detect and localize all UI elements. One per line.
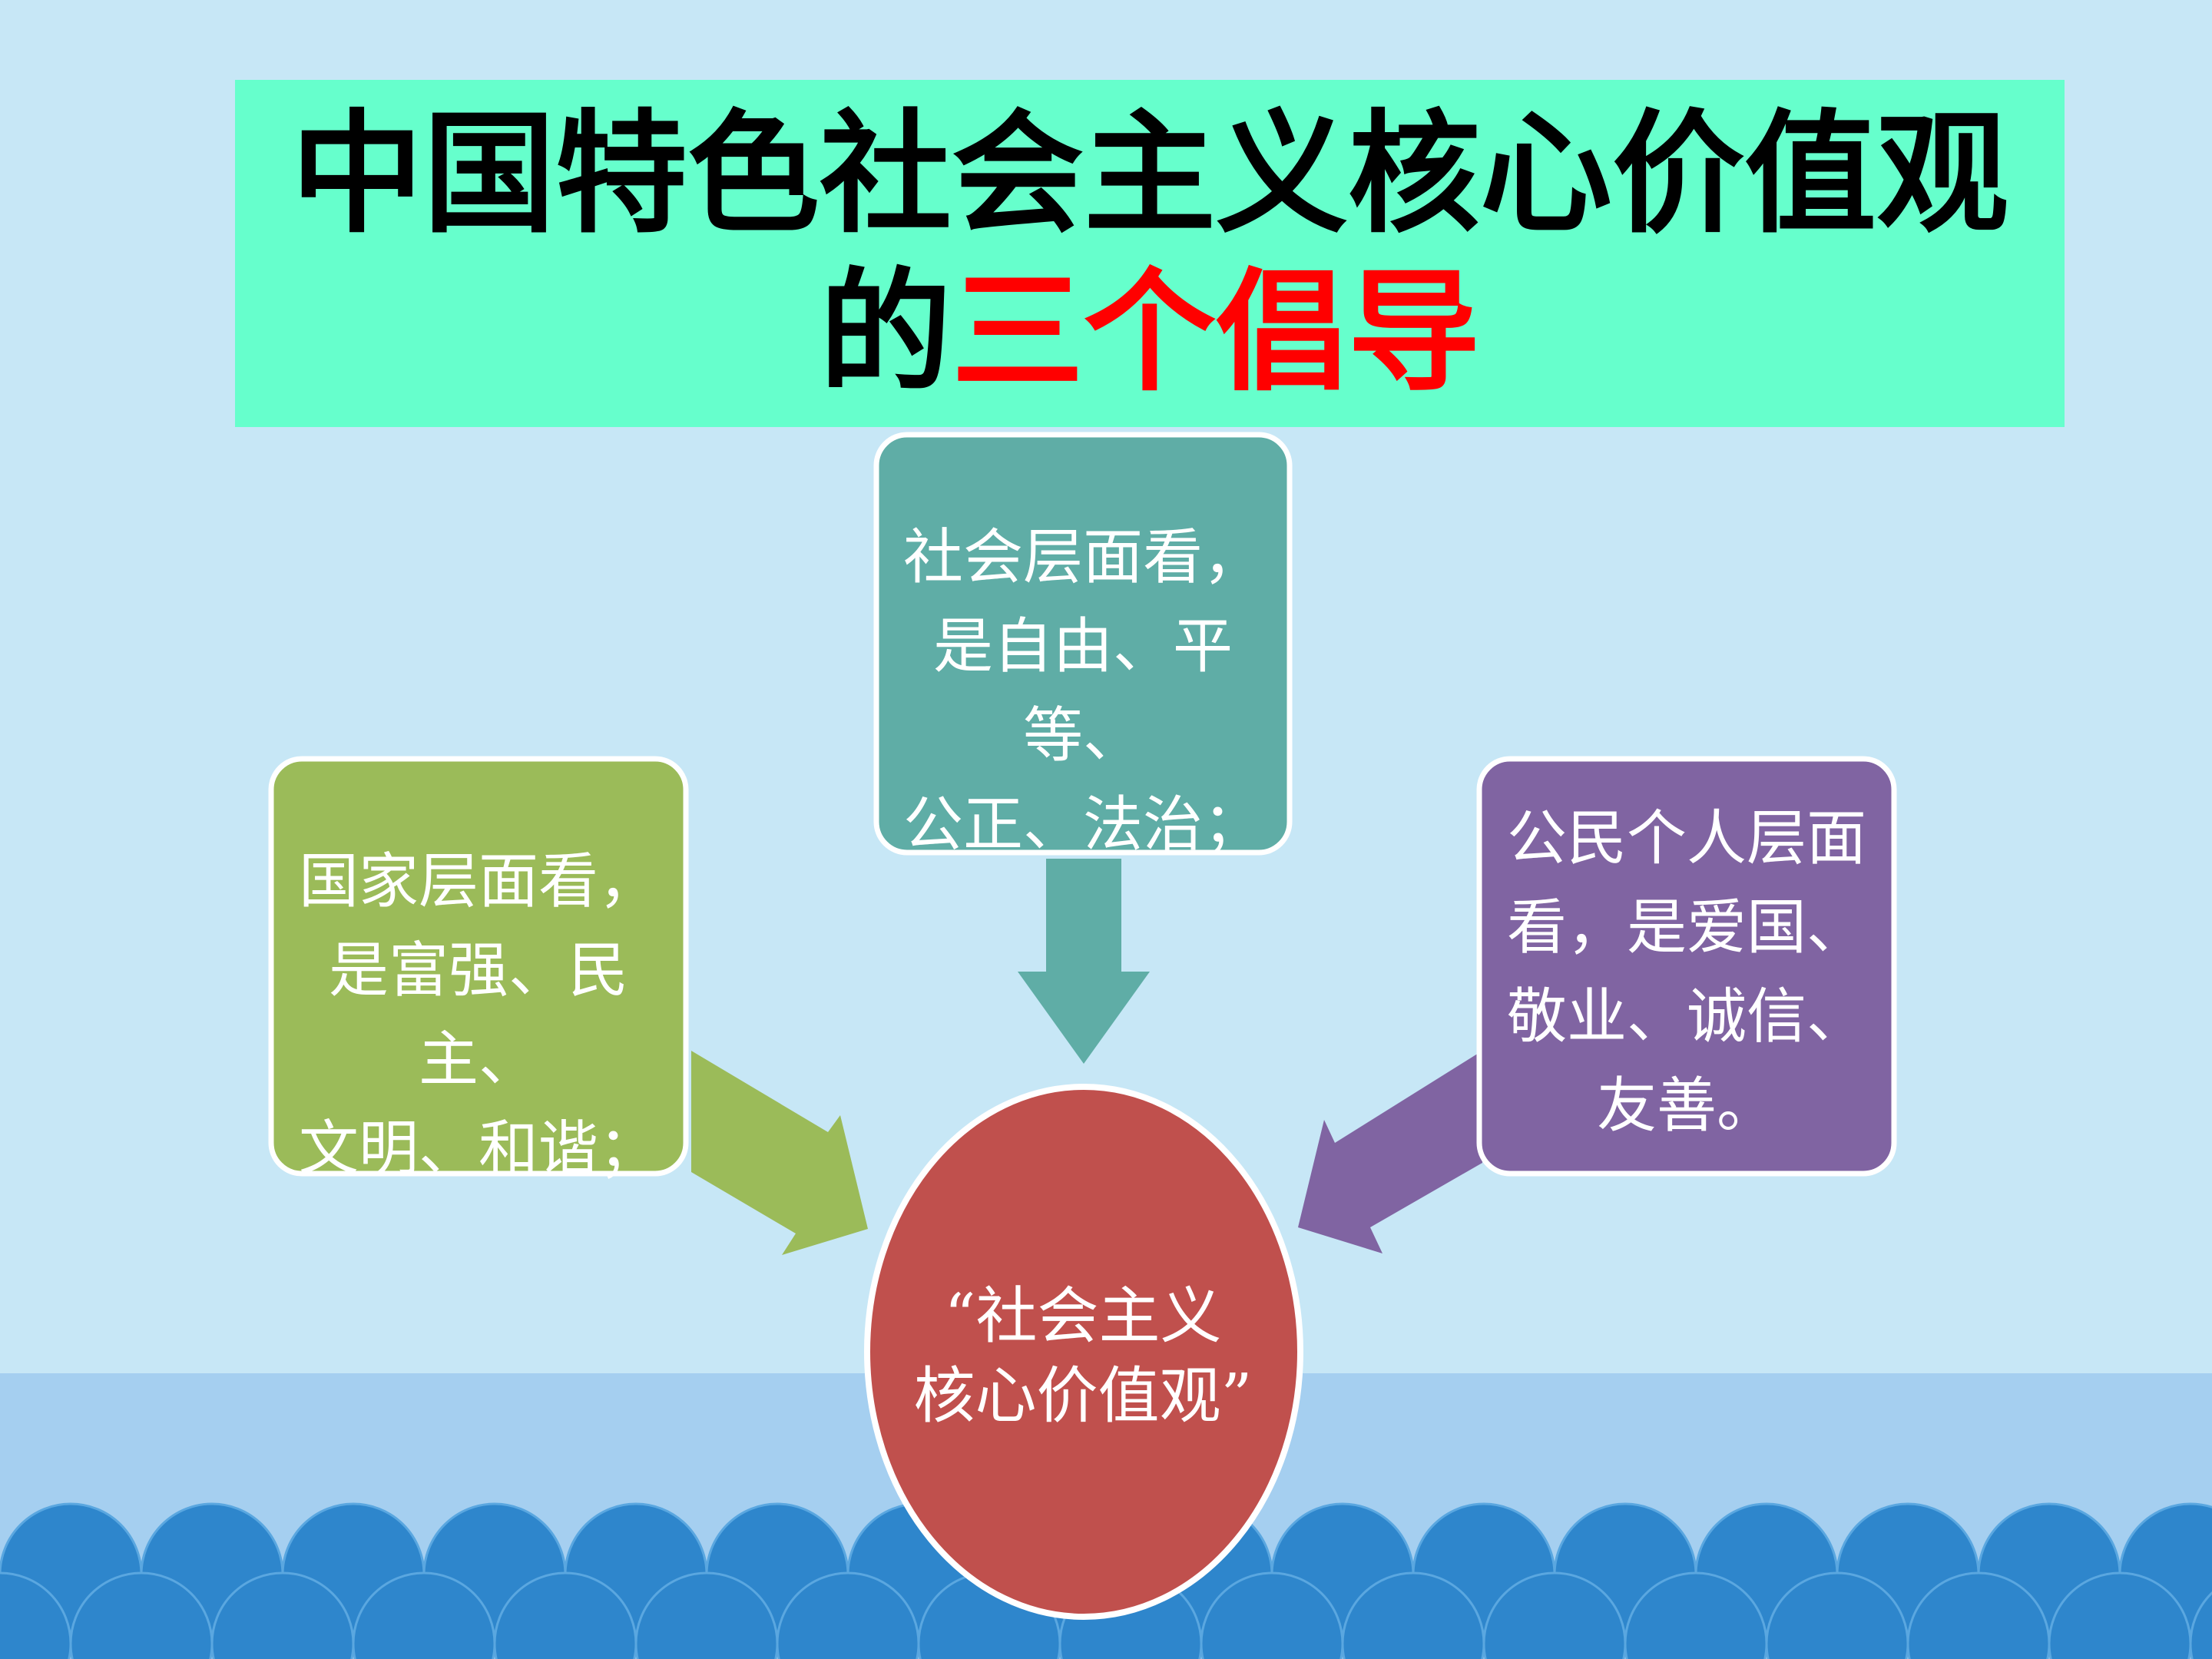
title-prefix: 的	[820, 255, 952, 409]
citizen-box-text: 公民个人层面 看，是爱国、 敬业、诚信、 友善。	[1506, 804, 1866, 1141]
nation-box-text: 国家层面看， 是富强、民主、 文明、和谐；	[298, 847, 658, 1184]
title-highlight: 三个倡导	[952, 255, 1480, 409]
center-circle	[864, 1084, 1303, 1620]
wave-scallop	[2189, 1591, 2212, 1659]
society-box-text: 社会层面看， 是自由、平等、 公正、法治；	[902, 523, 1263, 859]
arrow-citizen-to-center	[1298, 1051, 1482, 1253]
title-line-2: 的三个倡导	[820, 253, 1480, 412]
title-banner: 中国特色社会主义核心价值观 的三个倡导	[235, 80, 2065, 427]
title-line-1: 中国特色社会主义核心价值观	[291, 97, 2008, 251]
nation-box	[268, 756, 689, 1177]
center-circle-text: “社会主义 核心价值观”	[913, 1280, 1253, 1432]
society-box	[873, 432, 1293, 856]
citizen-box	[1476, 756, 1897, 1177]
arrow-nation-to-center	[691, 1051, 868, 1255]
arrow-down-society	[1018, 859, 1150, 1064]
